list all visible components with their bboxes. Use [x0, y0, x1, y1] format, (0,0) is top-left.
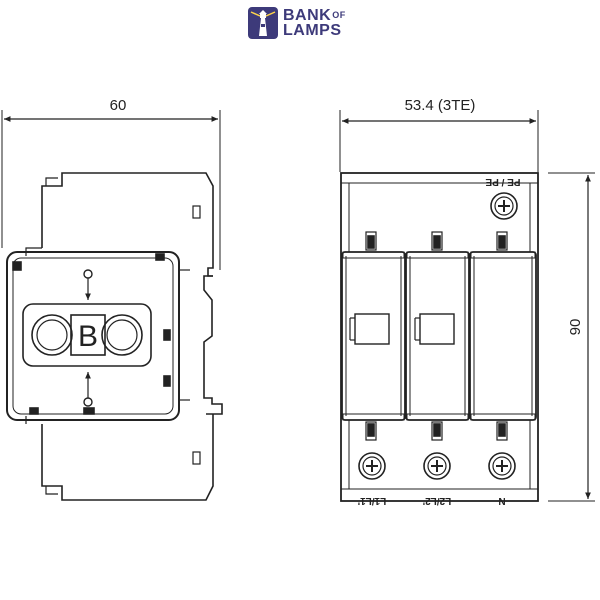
brand-of: OF — [332, 10, 346, 20]
side-front-cover — [6, 251, 180, 421]
side-back-plate-upper — [41, 172, 214, 277]
side-latch-r2 — [163, 375, 171, 387]
front-width-label: 53.4 (3TE) — [405, 97, 476, 114]
side-slot-bottom — [192, 451, 201, 465]
front-housing — [340, 172, 539, 502]
logo-ring-3 — [106, 319, 138, 351]
logo-ring-1 — [36, 319, 68, 351]
bottom-terminal-screw-3 — [488, 452, 516, 480]
side-down-arrow — [83, 372, 93, 407]
side-latch-bm — [83, 407, 95, 415]
side-view: 60 — [1, 97, 223, 501]
side-back-plate-lower — [41, 414, 214, 501]
bottom-terminal-screw-2 — [423, 452, 451, 480]
front-width-dimension: 53.4 (3TE) — [339, 97, 539, 172]
bottom-label-3: N — [498, 495, 505, 506]
bottom-terminal-screw-1 — [358, 452, 386, 480]
module-clips-bottom — [365, 421, 508, 441]
module-clips-top — [365, 231, 508, 251]
side-width-label: 60 — [110, 97, 127, 114]
plugin-module-2 — [405, 251, 470, 421]
front-height-dimension: 90 — [548, 172, 595, 502]
brand-logo: BANKOF LAMPS — [247, 6, 357, 42]
front-top-label: PE / PE — [485, 176, 520, 187]
lighthouse-icon — [248, 7, 278, 39]
side-latch-tl — [12, 261, 22, 271]
side-slot-top — [192, 205, 201, 219]
side-latch-tr — [155, 253, 165, 261]
top-terminal-screw — [490, 192, 518, 220]
bottom-label-2: L2/L2' — [423, 495, 452, 506]
front-view: 53.4 (3TE) 90 PE / PE — [339, 97, 595, 506]
side-din-clip — [203, 275, 223, 415]
side-latch-r1 — [163, 329, 171, 341]
brand-line1: BANK — [283, 7, 332, 24]
front-height-label: 90 — [567, 319, 584, 336]
side-logo-box — [22, 303, 152, 367]
side-latch-bl — [29, 407, 39, 415]
plugin-module-1 — [341, 251, 406, 421]
logo-letter-b: B — [78, 320, 98, 353]
bottom-label-1: L1/L1' — [358, 495, 387, 506]
side-up-arrow — [83, 269, 93, 300]
brand-line2: LAMPS — [283, 22, 342, 39]
brand-text: BANKOF LAMPS — [283, 7, 346, 39]
side-width-dimension: 60 — [1, 97, 221, 270]
plugin-module-3 — [469, 251, 537, 421]
